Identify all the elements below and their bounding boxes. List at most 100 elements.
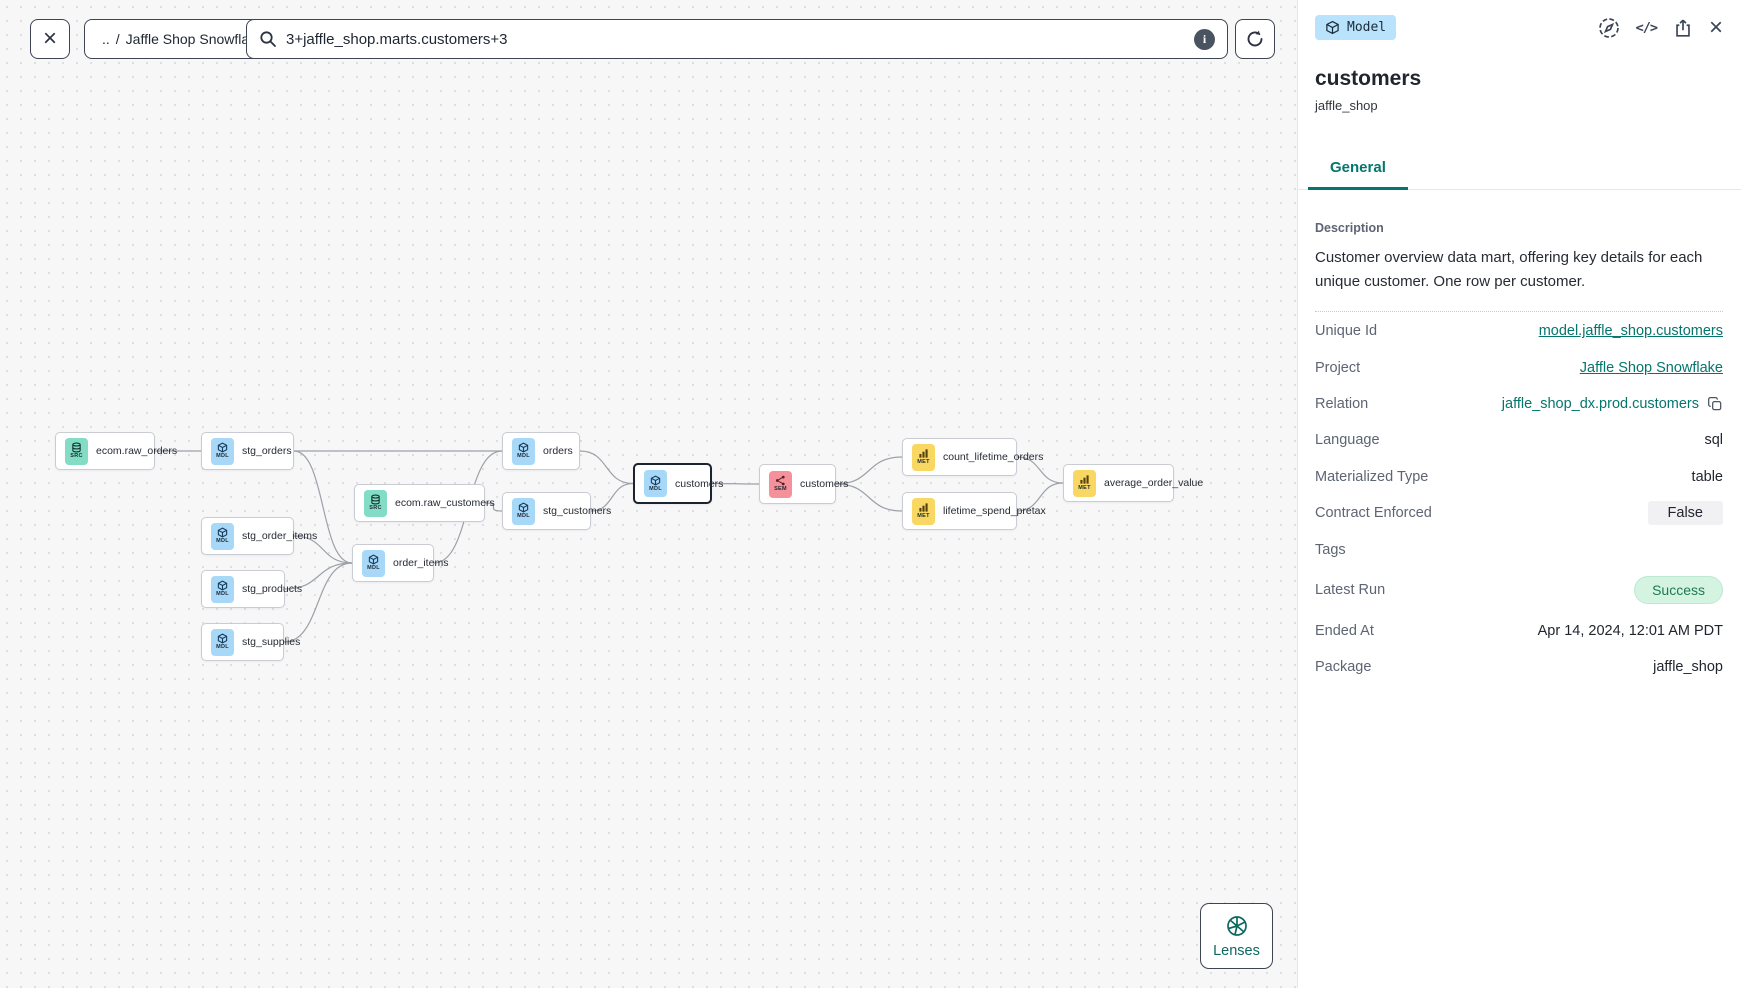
node-label: stg_orders [242,445,292,457]
lineage-canvas[interactable]: SRC ecom.raw_orders MDL stg_orders SRC e… [0,0,1297,988]
graph-node-stg_order_items[interactable]: MDL stg_order_items [201,517,317,555]
breadcrumb-project[interactable]: Jaffle Shop Snowflake [125,31,264,47]
node-label: lifetime_spend_pretax [943,505,1046,517]
field-label: Relation [1315,395,1369,412]
field-label: Latest Run [1315,582,1386,599]
panel-tabs: General [1298,151,1741,190]
node-type-src-icon: SRC [65,437,88,465]
field-label: Language [1315,432,1380,449]
node-label: stg_supplies [242,636,301,648]
details-panel: Model </> × customers jaffle_shop Genera… [1297,0,1741,988]
node-type-mdl-icon: MDL [211,575,234,603]
graph-node-stg_products[interactable]: MDL stg_products [201,570,302,608]
node-type-src-icon: SRC [364,489,387,517]
close-icon: × [42,25,57,52]
search-input[interactable] [286,30,1185,48]
field-value: sql [1704,432,1723,449]
graph-node-order_items[interactable]: MDL order_items [352,544,448,582]
node-label: customers [675,477,724,490]
tab-general[interactable]: General [1308,151,1408,190]
field-value: False [1647,501,1723,526]
field-row-unique-id: Unique Id model.jaffle_shop.customers [1315,313,1723,349]
field-row-contract-enforced: Contract Enforced False [1315,495,1723,531]
node-type-mdl-icon: MDL [644,470,667,497]
field-label: Materialized Type [1315,468,1429,485]
node-label: stg_customers [543,505,612,517]
refresh-button[interactable] [1235,19,1275,59]
field-value: Success [1634,576,1723,605]
lenses-aperture-icon [1225,914,1249,938]
model-cube-icon [1325,20,1340,35]
graph-node-orders[interactable]: MDL orders [502,432,580,470]
graph-node-count_lifetime_orders[interactable]: MET count_lifetime_orders [902,438,1043,476]
description-divider [1315,311,1723,312]
node-label: stg_products [242,583,303,595]
lineage-search-bar[interactable]: i [246,19,1228,59]
field-row-ended-at: Ended At Apr 14, 2024, 12:01 AM PDT [1315,613,1723,649]
node-label: orders [543,445,573,457]
field-label: Unique Id [1315,323,1378,340]
field-row-project: Project Jaffle Shop Snowflake [1315,349,1723,385]
node-type-sem-icon: SEM [769,470,792,498]
resource-type-badge: Model [1315,15,1397,40]
node-label: average_order_value [1104,477,1204,489]
graph-node-stg_orders[interactable]: MDL stg_orders [201,432,294,470]
node-label: customers [800,478,849,490]
node-type-mdl-icon: MDL [512,437,535,465]
field-label: Ended At [1315,622,1374,639]
node-label: order_items [393,557,449,569]
graph-node-customers_sem[interactable]: SEM customers [759,464,848,504]
lenses-label: Lenses [1213,942,1260,959]
field-value[interactable]: Jaffle Shop Snowflake [1580,360,1723,376]
resource-type-label: Model [1347,20,1387,35]
field-label: Contract Enforced [1315,505,1432,522]
field-label: Project [1315,359,1361,376]
node-type-mdl-icon: MDL [512,497,535,525]
graph-node-customers_model[interactable]: MDL customers [633,463,723,504]
breadcrumb-separator: / [115,31,120,47]
graph-node-stg_customers[interactable]: MDL stg_customers [502,492,611,530]
breadcrumb-up[interactable]: .. [102,31,110,47]
graph-node-stg_supplies[interactable]: MDL stg_supplies [201,623,300,661]
status-badge: Success [1634,576,1723,605]
copy-icon[interactable] [1707,396,1723,412]
graph-node-ecom_raw_orders[interactable]: SRC ecom.raw_orders [55,432,177,470]
node-type-mdl-icon: MDL [211,628,234,656]
contract-chip: False [1657,503,1713,524]
node-label: stg_order_items [242,530,318,542]
field-value-link[interactable]: model.jaffle_shop.customers [1538,323,1723,340]
node-label: ecom.raw_customers [395,497,495,509]
field-value-link[interactable]: Jaffle Shop Snowflake [1579,359,1723,376]
field-row-relation: Relation jaffle_shop_dx.prod.customers [1315,386,1723,422]
field-row-latest-run: Latest Run Success [1315,568,1723,613]
field-value: jaffle_shop [1653,659,1723,676]
explore-lens-icon[interactable] [1597,16,1621,40]
node-type-met-icon: MET [1073,469,1096,497]
graph-node-average_order_value[interactable]: MET average_order_value [1063,464,1203,502]
field-row-tags: Tags [1315,531,1723,567]
panel-subtitle: jaffle_shop [1315,98,1378,113]
field-label: Tags [1315,541,1346,558]
share-icon[interactable] [1672,17,1694,39]
node-type-mdl-icon: MDL [362,549,385,577]
node-type-mdl-icon: MDL [211,437,234,465]
panel-title: customers [1315,67,1422,90]
lenses-button[interactable]: Lenses [1200,903,1273,969]
refresh-icon [1244,28,1266,50]
graph-node-lifetime_spend_pretax[interactable]: MET lifetime_spend_pretax [902,492,1046,530]
field-value: Apr 14, 2024, 12:01 AM PDT [1537,622,1723,639]
info-icon[interactable]: i [1194,28,1215,50]
field-value[interactable]: model.jaffle_shop.customers [1539,323,1723,339]
graph-node-ecom_raw_customers[interactable]: SRC ecom.raw_customers [354,484,495,522]
node-label: count_lifetime_orders [943,451,1044,463]
code-icon[interactable]: </> [1635,19,1658,36]
field-value: jaffle_shop_dx.prod.customers [1502,396,1723,412]
close-lineage-button[interactable]: × [30,19,70,59]
node-type-met-icon: MET [912,443,935,471]
node-type-met-icon: MET [912,497,935,525]
panel-close-icon[interactable]: × [1708,13,1723,41]
search-icon [259,30,277,48]
